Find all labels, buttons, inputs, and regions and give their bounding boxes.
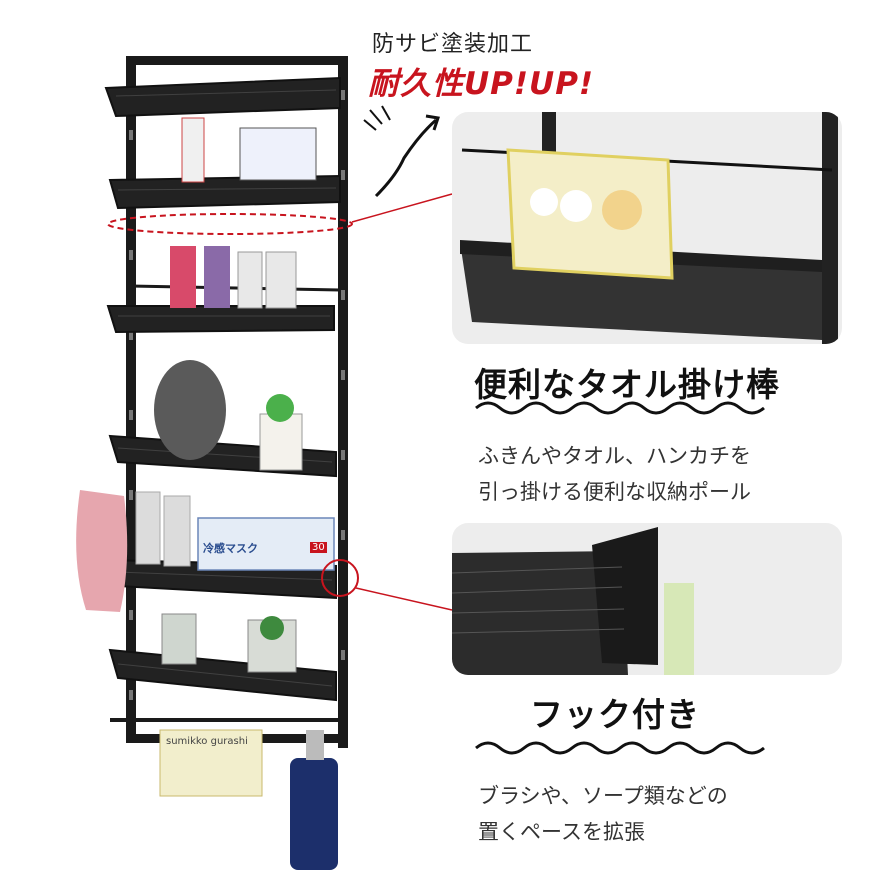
- bottom-towel: [159, 729, 263, 797]
- hanging-towel: [664, 583, 694, 675]
- squiggle-underline-2: [475, 741, 765, 755]
- pink-tube-item: [170, 246, 196, 308]
- box-item: [239, 127, 317, 181]
- towel-sumikko: [506, 148, 674, 280]
- highlight-ellipse: [107, 213, 353, 235]
- rack-upright-right: [338, 58, 348, 748]
- pump-bottle-1: [135, 491, 161, 565]
- shelf-3: [106, 305, 335, 334]
- mask-count-label: 30: [310, 542, 327, 553]
- shelf-1: [104, 76, 341, 118]
- hook-circle: [321, 559, 359, 597]
- arrow-doodle: [374, 118, 437, 198]
- cactus: [266, 394, 294, 422]
- towel-text-label: sumikko gurashi: [166, 736, 248, 747]
- feature2-title: フック付き: [530, 695, 700, 734]
- white-bottle-1: [237, 251, 263, 309]
- rack-upright-left: [126, 58, 136, 738]
- callout-line-1: [351, 193, 453, 223]
- white-bottle-2: [265, 251, 297, 309]
- spray-bottle: [290, 758, 338, 870]
- purple-tube-item: [204, 246, 230, 308]
- photo-panel-hook: [452, 523, 842, 675]
- feature2-desc-line1: ブラシや、ソープ類などの: [478, 784, 728, 808]
- feature2-desc-line2: 置くペースを拡張: [478, 820, 645, 844]
- jar-1: [161, 613, 197, 665]
- squiggle-underline-1: [475, 401, 765, 415]
- feature2-description: ブラシや、ソープ類などの 置くペースを拡張: [478, 778, 728, 850]
- durability-highlight: 耐久性UP!UP!: [368, 66, 595, 102]
- plant-pot: [259, 413, 303, 471]
- feature1-desc-line2: 引っ掛ける便利な収納ポール: [478, 480, 751, 504]
- figure-item: [154, 360, 226, 460]
- rust-proof-label: 防サビ塗装加工: [372, 32, 534, 57]
- pump-bottle-2: [163, 495, 191, 567]
- feature1-description: ふきんやタオル、ハンカチを 引っ掛ける便利な収納ポール: [478, 438, 751, 510]
- feature1-title: 便利なタオル掛け棒: [474, 365, 780, 404]
- tube-item: [181, 117, 205, 183]
- rack-top-bar: [126, 56, 348, 65]
- pink-towel: [76, 490, 128, 612]
- photo-panel-towel-bar: [452, 112, 842, 344]
- mask-box-label: 冷感マスク: [203, 542, 258, 555]
- shelf-2: [108, 174, 341, 210]
- feature1-desc-line1: ふきんやタオル、ハンカチを: [478, 444, 751, 468]
- callout-line-2: [355, 587, 453, 611]
